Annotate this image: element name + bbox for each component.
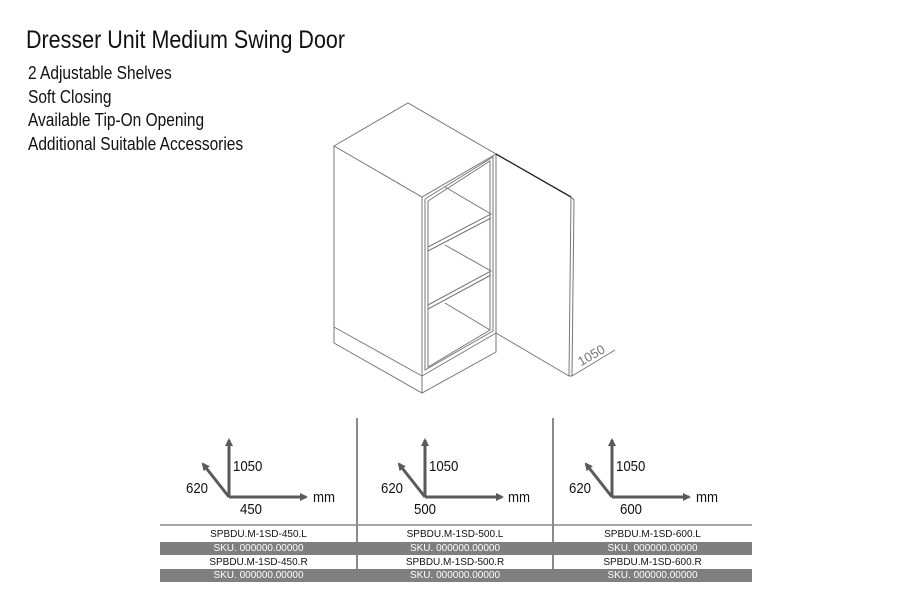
height-label: 1050 xyxy=(429,458,459,475)
product-code: SPBDU.M-1SD-600.R xyxy=(603,557,702,568)
sku: SKU. 000000.00000 xyxy=(409,543,501,554)
sku-row-left: SKU. 000000.00000 SKU. 000000.00000 SKU.… xyxy=(160,542,752,555)
axes-icon xyxy=(584,438,691,501)
axes-icon xyxy=(397,438,504,501)
width-label: 600 xyxy=(620,501,643,518)
product-code: SPBDU.M-1SD-500.R xyxy=(405,557,505,568)
width-label: 500 xyxy=(414,501,437,518)
sku-row-right: SKU. 000000.00000 SKU. 000000.00000 SKU.… xyxy=(160,569,752,582)
sku: SKU. 000000.00000 xyxy=(607,570,698,581)
product-code: SPBDU.M-1SD-500.L xyxy=(406,529,504,540)
height-label: 1050 xyxy=(233,458,263,475)
page-title: Dresser Unit Medium Swing Door xyxy=(26,26,346,54)
depth-label: 620 xyxy=(186,480,209,497)
height-label: 1050 xyxy=(616,458,646,475)
feature-item: Available Tip-On Opening xyxy=(28,110,205,130)
product-code: SPBDU.M-1SD-450.R xyxy=(209,557,308,568)
width-label: 450 xyxy=(240,501,263,518)
axes-icon xyxy=(201,438,308,501)
unit-label: mm xyxy=(696,489,718,506)
product-code: SPBDU.M-1SD-600.L xyxy=(604,529,701,540)
unit-label: mm xyxy=(508,489,530,506)
code-row-right: SPBDU.M-1SD-450.R SPBDU.M-1SD-500.R SPBD… xyxy=(160,556,752,569)
feature-item: Additional Suitable Accessories xyxy=(28,134,244,154)
code-row-left: SPBDU.M-1SD-450.L SPBDU.M-1SD-500.L SPBD… xyxy=(160,528,752,541)
sku: SKU. 000000.00000 xyxy=(607,543,698,554)
sku: SKU. 000000.00000 xyxy=(213,543,304,554)
sku: SKU. 000000.00000 xyxy=(213,570,304,581)
depth-label: 620 xyxy=(381,480,404,497)
product-code: SPBDU.M-1SD-450.L xyxy=(210,529,307,540)
unit-label: mm xyxy=(313,489,335,506)
sku: SKU. 000000.00000 xyxy=(409,570,501,581)
depth-label: 620 xyxy=(569,480,592,497)
feature-item: Soft Closing xyxy=(28,87,112,107)
feature-item: 2 Adjustable Shelves xyxy=(28,63,172,83)
